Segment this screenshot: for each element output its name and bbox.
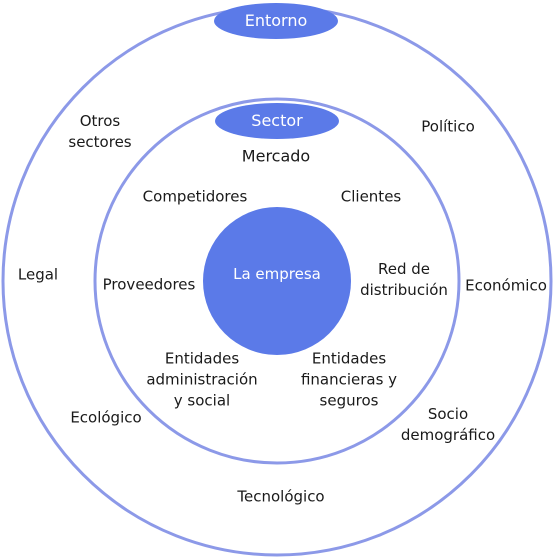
sector-badge: Sector (251, 111, 303, 130)
actor-competidores: Competidores (142, 187, 248, 206)
factor-ecologico: Ecológico (70, 408, 142, 427)
factor-economico: Económico (465, 276, 547, 295)
mercado-label: Mercado (241, 146, 311, 166)
core-circle-empresa (203, 207, 351, 355)
sector-badge-shape (215, 103, 339, 139)
factor-politico: Político (421, 117, 475, 136)
middle-ring-sector (93, 97, 461, 465)
actor-clientes: Clientes (340, 187, 402, 206)
factor-legal: Legal (17, 265, 59, 284)
entorno-badge: Entorno (244, 11, 308, 30)
factor-tecnologico: Tecnológico (237, 487, 325, 506)
entorno-badge-shape (214, 3, 338, 39)
core-label: La empresa (233, 265, 321, 283)
actor-proveedores: Proveedores (102, 275, 196, 294)
